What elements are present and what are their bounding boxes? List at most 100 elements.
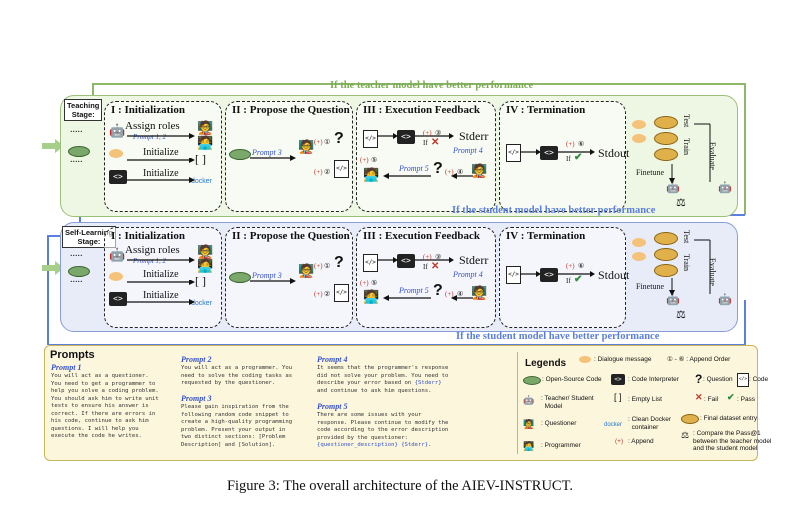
- append-label: (+): [445, 290, 454, 298]
- programmer-icon: 🧑‍💻: [363, 289, 380, 304]
- prompt-3-name: Prompt 3: [181, 394, 212, 403]
- docker-icon: docker: [191, 178, 213, 185]
- append-label: (+): [445, 168, 454, 176]
- append-label: (+): [566, 140, 575, 148]
- append-label: (+): [314, 262, 323, 270]
- code-icon: </>: [506, 144, 521, 162]
- figure-caption: Figure 3: The overall architecture of th…: [226, 478, 574, 494]
- order-6: ⑥: [578, 262, 585, 270]
- programmer-icon: 🧑‍💻: [363, 167, 380, 182]
- legend-questioner: : Questioner: [541, 420, 577, 427]
- prompt-5-name: Prompt 5: [317, 402, 348, 411]
- teaching-stage-label: Teaching Stage:: [64, 99, 103, 121]
- programmer-icon: 🧑‍💻: [197, 258, 214, 273]
- test-label: Test: [682, 114, 691, 128]
- legend-programmer: : Programmer: [541, 442, 581, 449]
- initialize-label: Initialize: [143, 269, 179, 280]
- order-1: ①: [324, 138, 331, 146]
- append-label: (+): [314, 138, 323, 146]
- prompt5-label: Prompt 5: [399, 164, 429, 173]
- prompt-5-text-end: .: [428, 442, 432, 448]
- train-label: Train: [682, 254, 691, 272]
- code-interpreter-icon: <>: [397, 254, 415, 268]
- append-label: (+): [423, 253, 432, 261]
- prompt-4-name: Prompt 4: [317, 355, 348, 364]
- legend-final-dataset: : Final dataset entry: [700, 415, 758, 422]
- append-label: (+): [566, 262, 575, 270]
- empty-list-icon: [ ]: [614, 392, 622, 402]
- final-dataset-icon: [681, 414, 699, 424]
- order-6: ⑥: [578, 140, 585, 148]
- code-interpreter-icon: <>: [109, 170, 127, 184]
- prompt-1-name: Prompt 1: [51, 363, 82, 372]
- legend-teacher-student: : Teacher/ Student Model: [541, 395, 594, 410]
- prompt12-label: Prompt 1, 2: [133, 257, 166, 265]
- questioner-icon: 🧑‍🏫: [298, 263, 315, 278]
- initialize-label: Initialize: [143, 147, 179, 158]
- append-icon: (+): [615, 438, 624, 445]
- append-label: (+): [360, 156, 369, 164]
- append-label: (+): [314, 290, 323, 298]
- legend-question: : Question: [703, 376, 733, 383]
- dialogue-icon: [109, 272, 123, 281]
- phase-title: IV : Termination: [506, 104, 586, 116]
- test-label: Test: [682, 230, 691, 244]
- questioner-icon: 🧑‍🏫: [197, 120, 214, 135]
- code-icon: </>: [334, 160, 349, 178]
- code-interpreter-icon: <>: [540, 268, 558, 282]
- phase-feedback: III : Execution Feedback </> <> (+) ③ If…: [356, 227, 496, 328]
- empty-list-icon: [ ]: [195, 152, 206, 166]
- pass-icon: ✔: [574, 152, 583, 163]
- code-interpreter-icon: <>: [611, 374, 625, 385]
- divider: [517, 352, 518, 454]
- dialogue-icon: [579, 356, 591, 363]
- student-model-icon: 🤖: [666, 182, 680, 194]
- question-icon: ?: [334, 130, 344, 147]
- code-interpreter-icon: <>: [397, 130, 415, 144]
- pass-icon: ✔: [727, 392, 735, 402]
- if-label: If: [566, 277, 571, 285]
- prompt-5-var: {questioner_description} {Stderr}: [317, 442, 429, 448]
- prompts-title: Prompts: [50, 349, 95, 361]
- teacher-student-icon: 🤖: [523, 395, 535, 405]
- if-label: If: [423, 139, 428, 147]
- model-icon: 🤖: [109, 247, 126, 262]
- prompt-4-var: {Stderr}: [414, 380, 442, 386]
- legend-empty-list: : Empty List: [628, 396, 662, 403]
- student-model-icon: 🤖: [666, 294, 680, 306]
- finetune-label: Finetune: [636, 282, 664, 291]
- student-better-label-bottom: If the student model have better perform…: [456, 331, 660, 342]
- questioner-icon: 🧑‍🏫: [523, 419, 535, 429]
- compare-icon: ⚖: [681, 430, 690, 440]
- stderr-label: Stderr: [459, 129, 489, 143]
- code-icon: </>: [334, 284, 349, 302]
- phase-propose: II : Propose the Question Prompt 3 🧑‍🏫 (…: [225, 101, 353, 212]
- code-icon: </>: [363, 254, 378, 272]
- compare-icon: ⚖: [676, 309, 686, 321]
- legend-code: : Code: [749, 376, 769, 383]
- append-label: (+): [314, 168, 323, 176]
- question-icon: ?: [433, 282, 443, 299]
- prompt-2-text: You will act as a programmer. You need t…: [181, 365, 293, 386]
- phase-title: III : Execution Feedback: [363, 230, 481, 242]
- prompt3-label: Prompt 3: [252, 148, 282, 157]
- legend-pass: : Pass: [737, 396, 756, 403]
- order-5: ⑤: [371, 156, 378, 164]
- code-icon: </>: [506, 266, 521, 284]
- fail-icon: ✕: [431, 261, 440, 272]
- order-3: ③: [435, 253, 442, 261]
- code-icon: </>: [363, 130, 378, 148]
- prompt-4-text-end: and continue to ask him questions.: [317, 387, 432, 394]
- prompt-2-name: Prompt 2: [181, 355, 212, 364]
- order-3: ③: [435, 129, 442, 137]
- questioner-icon: 🧑‍🏫: [197, 244, 214, 259]
- pass-icon: ✔: [574, 274, 583, 285]
- phase-initialization: I : Initialization Assign roles Prompt 1…: [104, 227, 222, 328]
- legend-append: : Append: [628, 438, 654, 445]
- phase-title: II : Propose the Question: [232, 104, 350, 116]
- phase-initialization: I : Initialization Assign roles Prompt 1…: [104, 101, 222, 212]
